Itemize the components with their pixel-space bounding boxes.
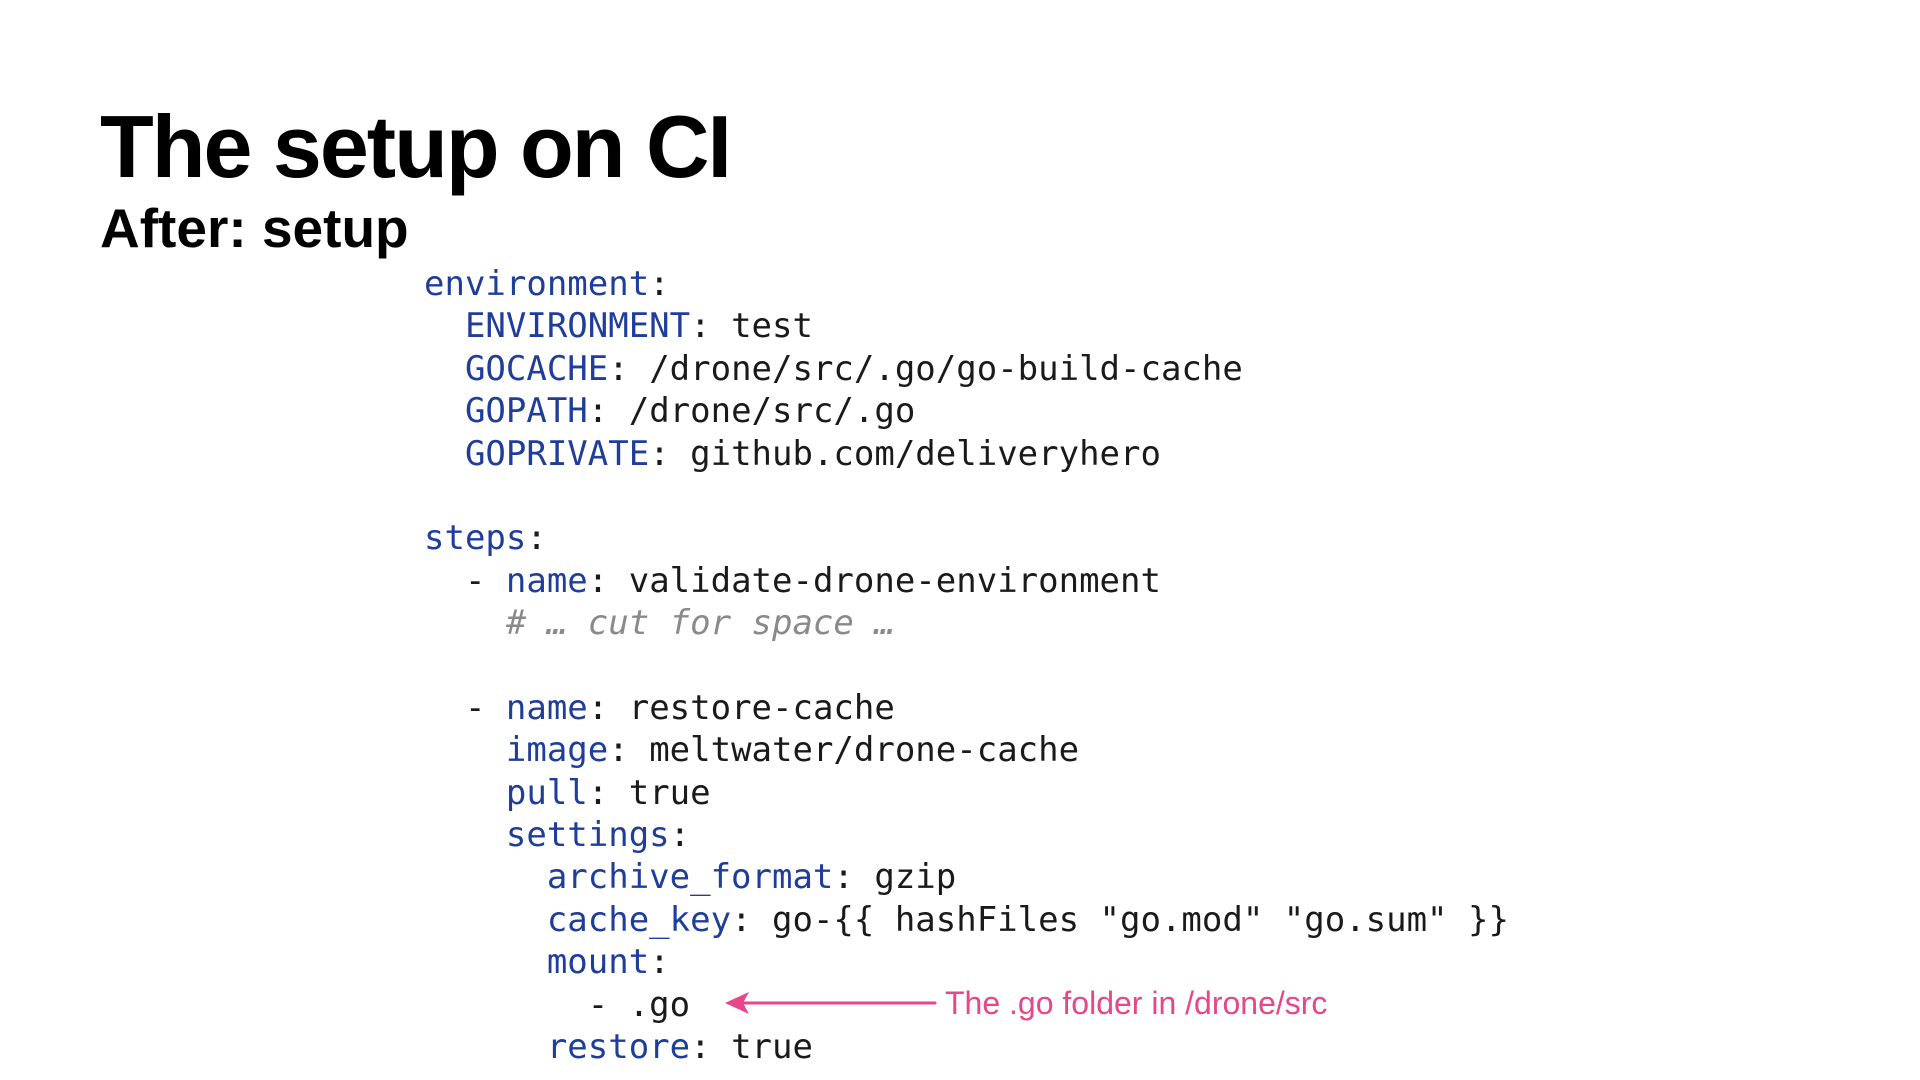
code-separator: : xyxy=(731,899,752,940)
code-value: github.com/deliveryhero xyxy=(669,433,1161,474)
arrow-left-icon xyxy=(725,992,937,1014)
code-line: - .go xyxy=(424,984,1509,1026)
code-separator: : xyxy=(669,815,691,856)
code-indent xyxy=(424,815,506,855)
code-separator: : xyxy=(608,348,629,389)
code-line: - name: restore-cache xyxy=(424,687,1509,729)
code-line: image: meltwater/drone-cache xyxy=(424,729,1509,771)
code-line: - name: validate-drone-environment xyxy=(424,560,1509,602)
code-line: settings: xyxy=(424,814,1509,856)
code-key: GOPATH xyxy=(464,391,588,432)
code-indent xyxy=(424,434,465,474)
code-indent xyxy=(424,730,506,770)
code-indent: - xyxy=(424,560,506,601)
code-value: /drone/src/.go/go-build-cache xyxy=(628,348,1243,389)
code-value: restore-cache xyxy=(608,687,895,728)
code-separator: : xyxy=(690,306,711,347)
subtitle-rest: setup xyxy=(246,197,409,259)
code-key: ENVIRONMENT xyxy=(464,306,691,347)
code-separator: : xyxy=(587,560,609,601)
code-separator: : xyxy=(649,264,670,304)
code-separator: : xyxy=(649,942,670,983)
code-line: pull: true xyxy=(424,772,1509,814)
code-indent: - xyxy=(424,687,506,728)
code-comment: # … cut for space … xyxy=(505,603,895,644)
code-line: archive_format: gzip xyxy=(424,856,1509,898)
code-key: restore xyxy=(546,1027,691,1068)
code-value: gzip xyxy=(853,857,957,898)
code-separator: : xyxy=(587,391,609,432)
slide-subtitle: After: setup xyxy=(100,196,409,260)
subtitle-bold: After: xyxy=(100,197,247,259)
code-value: true xyxy=(710,1027,813,1068)
code-separator: : xyxy=(526,518,547,559)
code-separator: : xyxy=(833,857,854,898)
annotation: The .go folder in /drone/src xyxy=(725,980,1327,1026)
code-value: test xyxy=(710,306,813,347)
code-indent xyxy=(424,1027,547,1067)
code-key: settings xyxy=(505,815,670,856)
code-separator: : xyxy=(690,1027,711,1068)
code-separator: : xyxy=(608,730,629,771)
code-value: true xyxy=(608,772,711,813)
code-indent xyxy=(424,349,465,389)
code-line: mount: xyxy=(424,941,1509,983)
code-key: name xyxy=(505,687,588,728)
code-key: cache_key xyxy=(546,899,732,940)
code-line: # … cut for space … xyxy=(424,602,1509,644)
code-separator: : xyxy=(587,772,609,813)
code-line xyxy=(424,475,1509,517)
code-key: environment xyxy=(424,264,650,304)
code-value: validate-drone-environment xyxy=(608,560,1161,601)
code-indent xyxy=(424,985,588,1025)
code-indent xyxy=(424,857,547,897)
code-indent xyxy=(424,391,465,431)
code-value: - .go xyxy=(587,984,691,1025)
code-key: steps xyxy=(424,518,527,559)
code-key: mount xyxy=(546,942,650,983)
code-line: environment: xyxy=(424,263,1509,305)
code-block: environment: ENVIRONMENT: test GOCACHE: … xyxy=(424,263,1509,1068)
code-line: cache_key: go-{{ hashFiles "go.mod" "go.… xyxy=(424,899,1509,941)
code-key: archive_format xyxy=(546,857,834,898)
code-indent xyxy=(424,773,506,813)
code-indent xyxy=(424,900,547,940)
code-value: /drone/src/.go xyxy=(608,391,916,432)
code-value: meltwater/drone-cache xyxy=(628,730,1080,771)
code-line: steps: xyxy=(424,517,1509,559)
code-line: GOCACHE: /drone/src/.go/go-build-cache xyxy=(424,348,1509,390)
code-indent xyxy=(424,942,547,982)
code-key: name xyxy=(505,560,588,601)
code-key: GOCACHE xyxy=(464,348,609,389)
code-line: GOPATH: /drone/src/.go xyxy=(424,390,1509,432)
code-separator: : xyxy=(587,687,609,728)
code-key: image xyxy=(505,730,609,771)
code-line: GOPRIVATE: github.com/deliveryhero xyxy=(424,433,1509,475)
slide-title: The setup on CI xyxy=(100,97,732,196)
code-value: go-{{ hashFiles "go.mod" "go.sum" }} xyxy=(751,899,1509,940)
code-line: restore: true xyxy=(424,1026,1509,1068)
annotation-text: The .go folder in /drone/src xyxy=(945,984,1328,1021)
code-indent xyxy=(424,603,506,643)
code-line xyxy=(424,645,1509,687)
code-line: ENVIRONMENT: test xyxy=(424,305,1509,347)
code-key: GOPRIVATE xyxy=(464,433,650,474)
code-key: pull xyxy=(505,772,588,813)
code-separator: : xyxy=(649,433,670,474)
code-indent xyxy=(424,306,465,346)
